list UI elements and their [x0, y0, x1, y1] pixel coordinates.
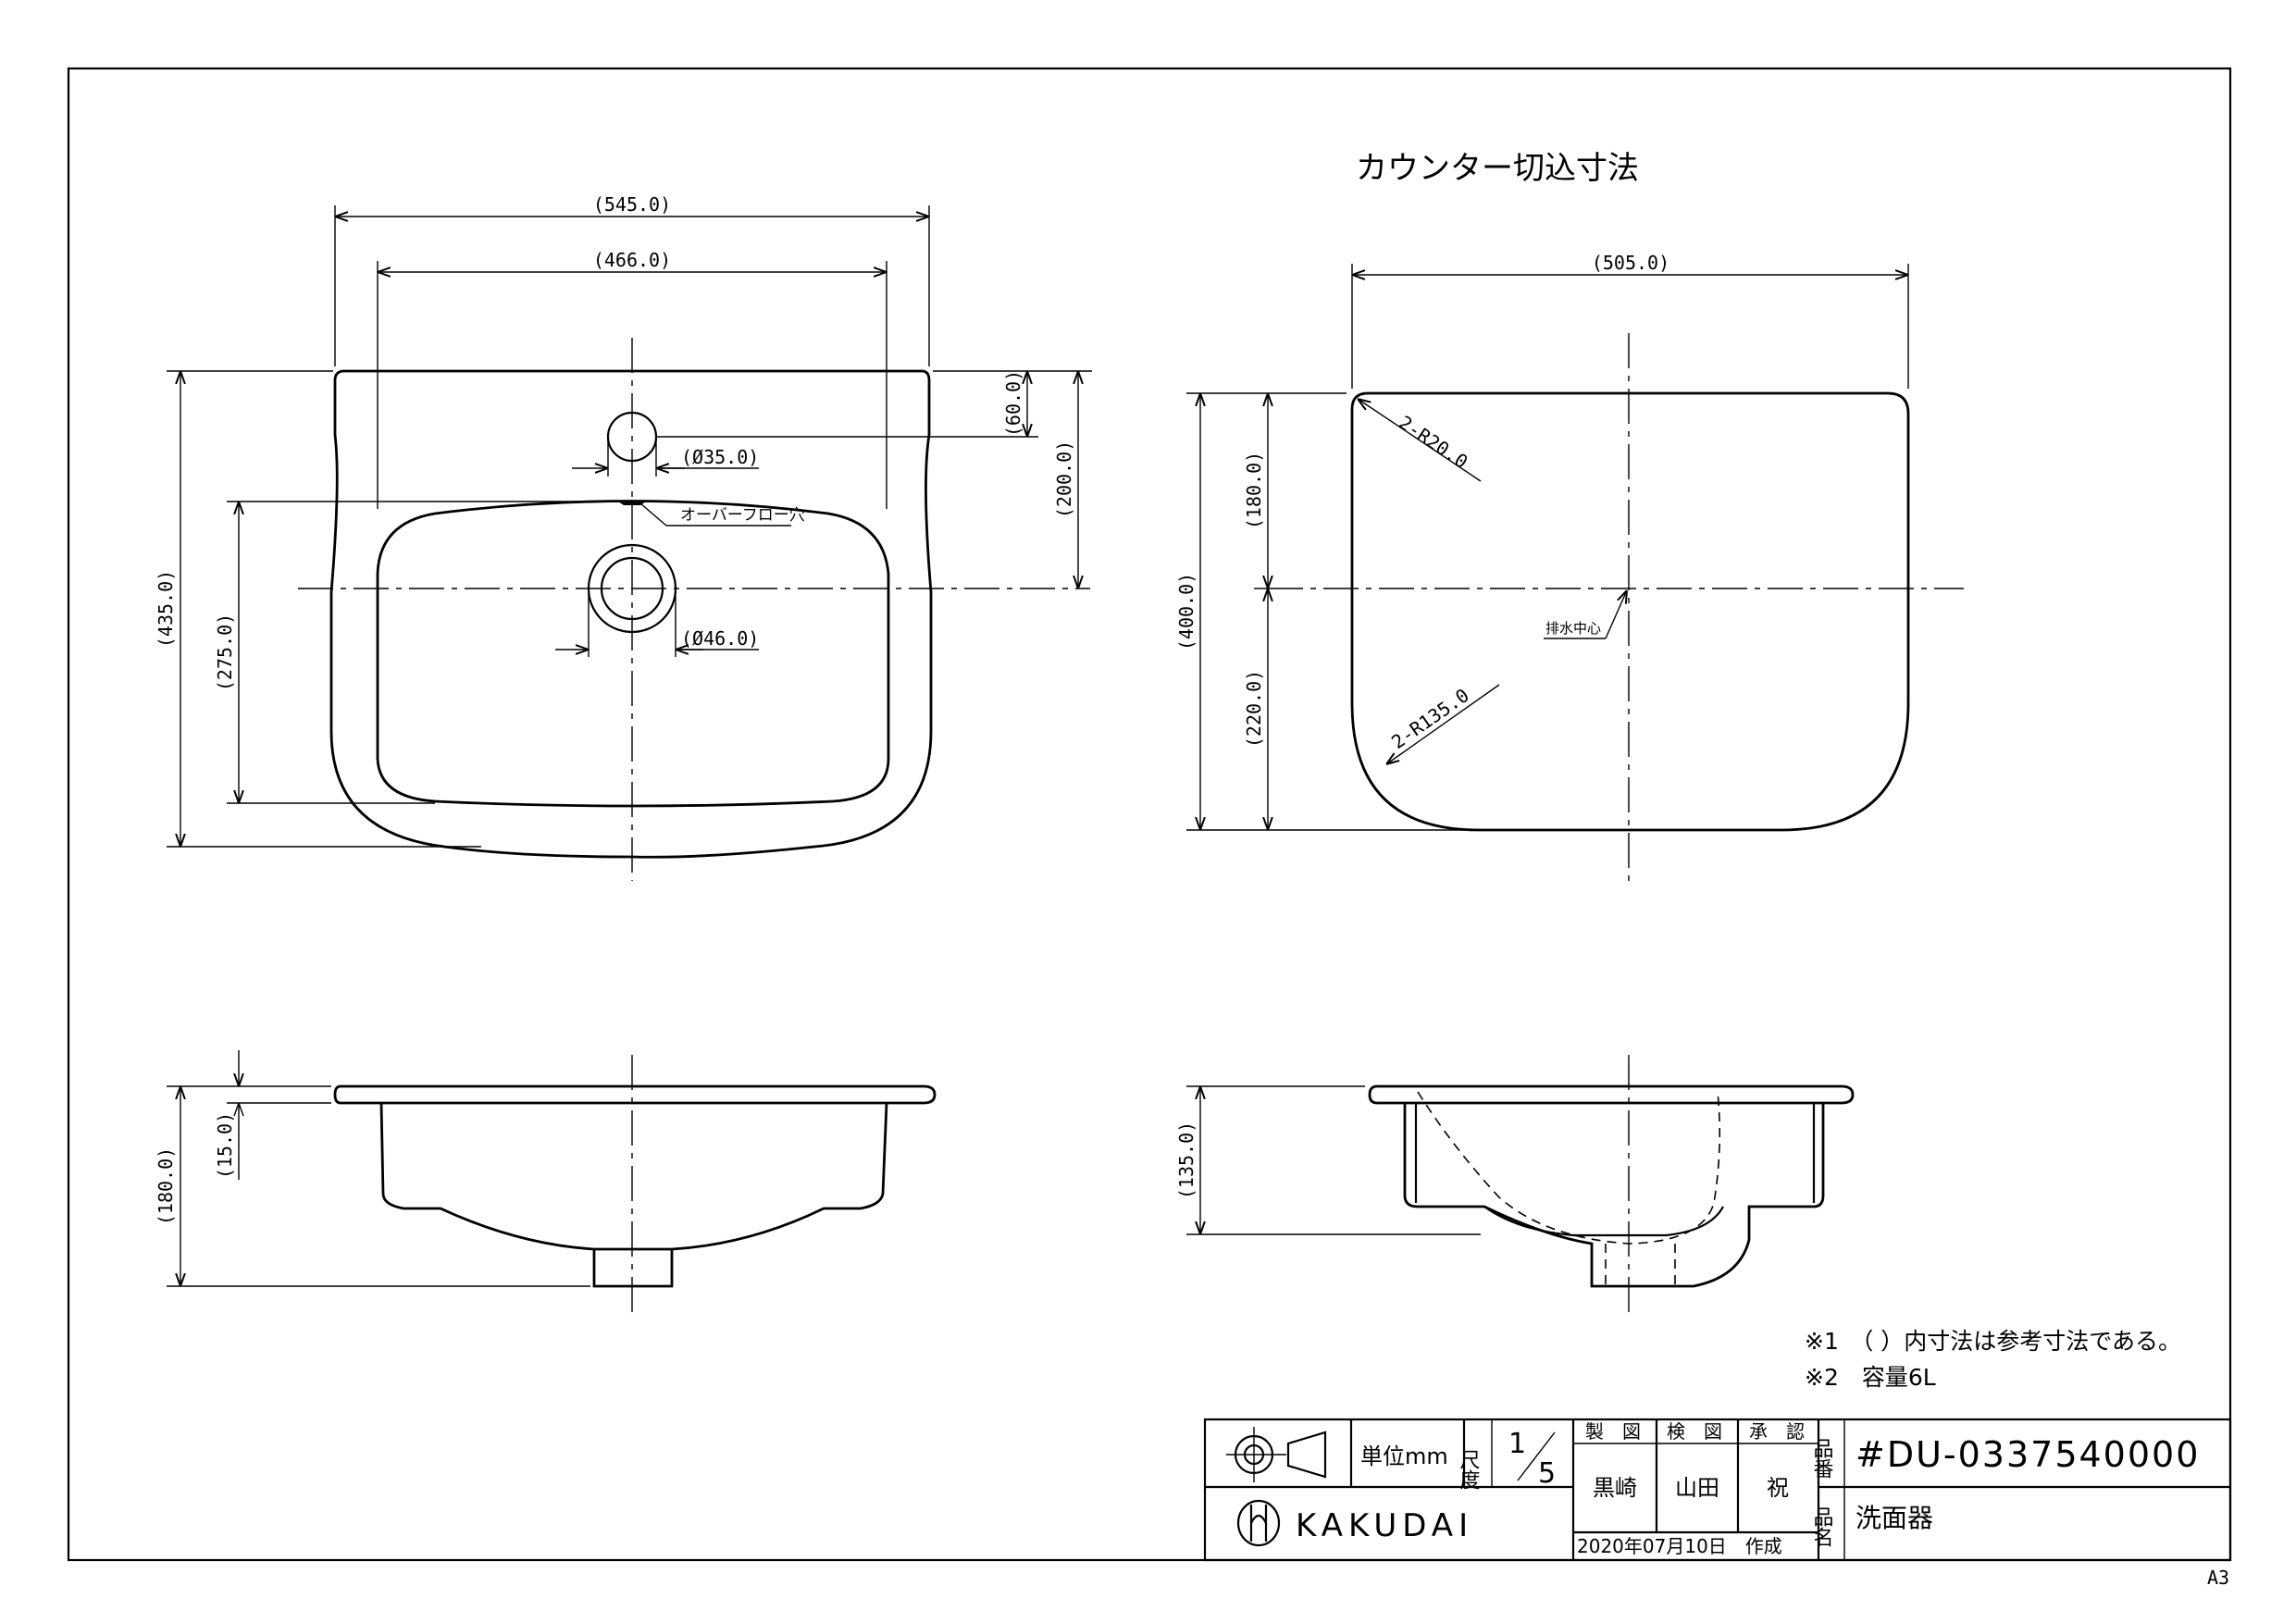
- checked-label: 検 図: [1667, 1420, 1722, 1443]
- sheet-border: [67, 67, 2232, 1562]
- dim-inner-width: (466.0): [593, 249, 671, 271]
- cut-drain-center: 排水中心: [1545, 620, 1601, 637]
- dim-cut-upper: (180.0): [1243, 452, 1265, 529]
- scale-numerator: 1: [1508, 1428, 1526, 1460]
- made-by: 黒崎: [1593, 1475, 1637, 1501]
- basin-inner-bowl: [376, 500, 890, 808]
- cut-r-small: 2-R20.0: [1395, 411, 1471, 473]
- side-body: [1403, 1103, 1825, 1288]
- checked-by: 山田: [1675, 1475, 1719, 1501]
- part-name-label: 品名: [1810, 1506, 1833, 1547]
- approved-label: 承 認: [1749, 1420, 1805, 1443]
- overflow-label: オーバーフロー穴: [680, 506, 805, 525]
- approved-by: 祝: [1767, 1475, 1789, 1501]
- scale-label: 尺度: [1457, 1449, 1481, 1490]
- front-elevation: (180.0) (15.0): [155, 1050, 937, 1319]
- dim-tap-offset: (60.0): [1002, 370, 1024, 437]
- dim-cut-depth: (400.0): [1175, 573, 1198, 650]
- note-1: ※1 （ ）内寸法は参考寸法である。: [1805, 1328, 2181, 1355]
- dim-overall-depth: (435.0): [155, 570, 177, 648]
- dim-front-height: (180.0): [155, 1147, 177, 1225]
- dim-cut-width: (505.0): [1592, 252, 1669, 274]
- side-drain-detail: [1605, 1244, 1676, 1286]
- cut-r-large: 2-R135.0: [1387, 684, 1473, 753]
- front-rim: [333, 1084, 937, 1105]
- side-hidden-bowl: [1417, 1091, 1721, 1245]
- plan-view: (545.0) (466.0) (435.0) (275.0) (60.0) (…: [155, 193, 1092, 881]
- kakudai-logo: KAKUDAI: [1236, 1499, 1473, 1547]
- cutout-outline: [1350, 391, 1910, 832]
- counter-cut-title: カウンター切込寸法: [1356, 150, 1639, 187]
- dim-drain-hole: (Ø46.0): [681, 627, 759, 650]
- note-2: ※2 容量6L: [1805, 1364, 1936, 1391]
- part-no-label: 品番: [1810, 1438, 1834, 1479]
- dim-overall-width: (545.0): [593, 193, 671, 216]
- basin-outer-outline: [329, 369, 933, 859]
- front-body: [379, 1102, 888, 1251]
- side-elevation: (135.0): [1175, 1055, 1855, 1319]
- dim-inner-depth: (275.0): [214, 613, 236, 691]
- company-name: KAKUDAI: [1296, 1507, 1473, 1544]
- made-label: 製 図: [1585, 1420, 1641, 1443]
- title-block: 単位mm 尺度 1 5 製 図 検 図 承 認 黒崎 山田 祝 2020年07月…: [1203, 1418, 2232, 1589]
- unit-label: 単位mm: [1360, 1443, 1448, 1469]
- side-body-inner: [1414, 1103, 1816, 1237]
- dim-drain-offset: (200.0): [1053, 440, 1075, 518]
- date-created: 2020年07月10日 作成: [1577, 1535, 1782, 1557]
- sheet-size: A3: [2207, 1567, 2229, 1589]
- scale-denominator: 5: [1538, 1457, 1556, 1490]
- dim-side-height: (135.0): [1175, 1121, 1198, 1199]
- part-number: #DU-0337540000: [1855, 1434, 2200, 1475]
- front-drain-spout: [592, 1249, 674, 1288]
- overflow-mark: [618, 502, 646, 505]
- dim-cut-lower: (220.0): [1243, 670, 1265, 748]
- counter-cutout-view: カウンター切込寸法 (505.0) (400.0) (180.0) (220.0…: [1175, 150, 1964, 884]
- dim-front-rim: (15.0): [214, 1112, 236, 1179]
- projection-symbol-icon: [1226, 1427, 1327, 1482]
- side-rim: [1368, 1084, 1855, 1105]
- part-name: 洗面器: [1855, 1503, 1933, 1533]
- dim-tap-hole: (Ø35.0): [681, 446, 759, 468]
